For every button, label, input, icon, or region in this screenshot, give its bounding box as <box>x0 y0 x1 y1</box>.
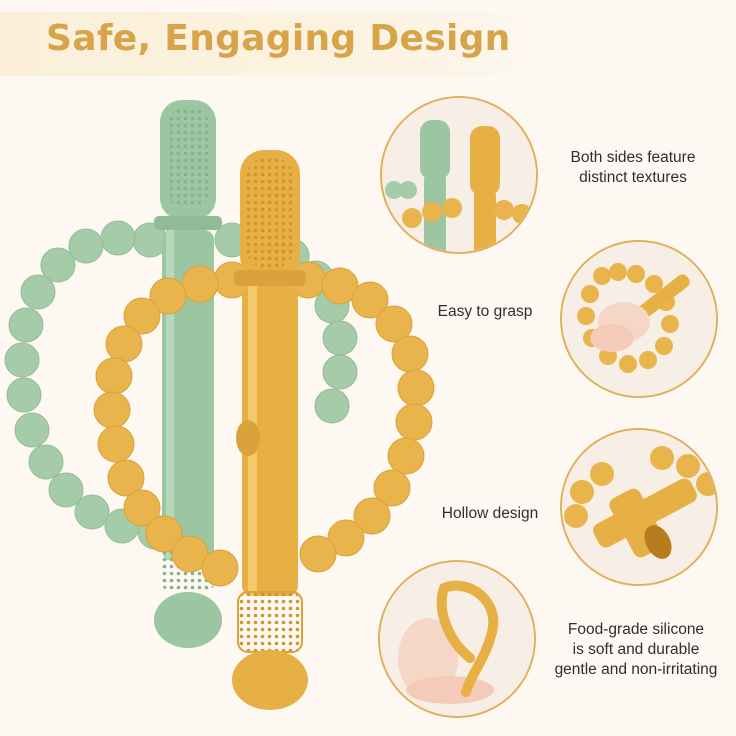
feature-text-line: Hollow design <box>441 505 539 522</box>
feature-text-line: Easy to grasp <box>437 303 533 320</box>
title-banner <box>0 12 560 76</box>
teether-product-image <box>4 100 435 710</box>
feature-text-line: gentle and non-irritating <box>554 661 718 678</box>
feature-image-hollow <box>560 428 718 586</box>
feature-image-silicone <box>378 560 536 718</box>
feature-label-silicone: Food-grade silicone is soft and durable … <box>538 620 734 680</box>
yellow-teether <box>93 150 435 710</box>
feature-text-line: distinct textures <box>579 169 687 186</box>
feature-image-textures <box>380 96 538 254</box>
feature-label-grasp: Easy to grasp <box>420 302 550 322</box>
hand-bending-teether-icon <box>380 562 534 716</box>
feature-image-grasp <box>560 240 718 398</box>
both-textures-closeup-icon <box>382 98 536 252</box>
hollow-handle-closeup-icon <box>562 430 716 584</box>
feature-text-line: Both sides feature <box>570 149 696 166</box>
hand-grasping-teether-icon <box>562 242 716 396</box>
feature-text-line: is soft and durable <box>572 641 700 658</box>
feature-label-textures: Both sides feature distinct textures <box>558 148 708 188</box>
feature-label-hollow: Hollow design <box>422 504 558 524</box>
page-title: Safe, Engaging Design <box>46 18 511 59</box>
feature-text-line: Food-grade silicone <box>567 621 705 638</box>
